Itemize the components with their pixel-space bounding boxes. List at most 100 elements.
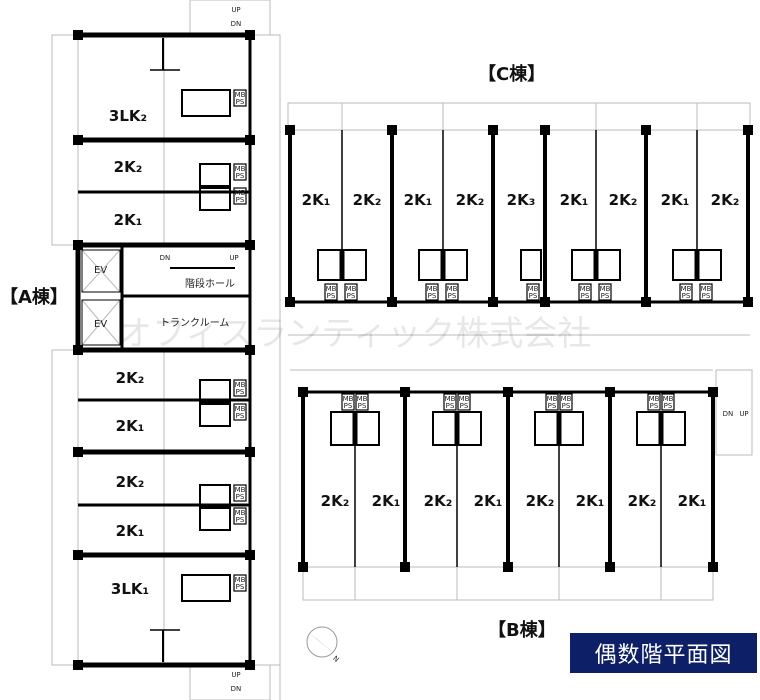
elevator-1-label: EV <box>94 265 107 276</box>
ps-label: PS <box>601 292 610 300</box>
ps-label: PS <box>236 388 245 396</box>
unit-label-b: 2K₂ <box>321 492 350 510</box>
ps-label: PS <box>236 196 245 204</box>
ps-label: PS <box>428 292 437 300</box>
column <box>708 562 718 572</box>
column <box>73 240 83 250</box>
mb-label: MB <box>663 395 674 403</box>
ps-label: PS <box>347 292 356 300</box>
ps-label: PS <box>460 402 469 410</box>
mb-label: MB <box>528 285 539 293</box>
column <box>245 550 255 560</box>
column <box>73 30 83 40</box>
unit-label-c: 2K₂ <box>456 191 485 209</box>
ps-label: PS <box>236 516 245 524</box>
mb-label: MB <box>235 486 246 494</box>
mb-label: MB <box>235 576 246 584</box>
mb-label: MB <box>235 91 246 99</box>
column <box>245 30 255 40</box>
column <box>743 297 753 307</box>
ps-label: PS <box>236 493 245 501</box>
column <box>298 562 308 572</box>
unit-label-c: 2K₁ <box>404 191 433 209</box>
building-c-label: 【C棟】 <box>478 63 545 85</box>
unit-label-c: 2K₁ <box>560 191 589 209</box>
ps-label: PS <box>446 402 455 410</box>
mb-label: MB <box>346 285 357 293</box>
unit-label-c: 2K₂ <box>609 191 638 209</box>
unit-label-b: 2K₁ <box>576 492 605 510</box>
mb-label: MB <box>701 285 712 293</box>
column <box>605 562 615 572</box>
stair-up-label: UP <box>231 6 240 14</box>
mb-label: MB <box>561 395 572 403</box>
mb-label: MB <box>459 395 470 403</box>
column <box>73 135 83 145</box>
mb-label: MB <box>235 165 246 173</box>
ps-label: PS <box>664 402 673 410</box>
column <box>298 387 308 397</box>
north-label: N <box>331 654 340 664</box>
stair-down-label: DN <box>160 254 171 262</box>
stair-up-label: UP <box>229 254 238 262</box>
mb-label: MB <box>235 189 246 197</box>
compass-icon: N <box>306 626 340 664</box>
unit-label-c: 2K₂ <box>353 191 382 209</box>
mb-label: MB <box>580 285 591 293</box>
unit-label-a: 2K₂ <box>116 473 145 491</box>
column <box>540 297 550 307</box>
ps-label: PS <box>702 292 711 300</box>
stair-hall-label: 階段ホール <box>185 277 235 290</box>
unit-label-a: 3LK₁ <box>111 580 149 598</box>
trunk-room-label: トランクルーム <box>160 317 229 329</box>
unit-label-b: 2K₁ <box>474 492 503 510</box>
column <box>708 387 718 397</box>
column <box>488 125 498 135</box>
mb-label: MB <box>445 395 456 403</box>
unit-label-b: 2K₁ <box>372 492 401 510</box>
unit-label-a: 2K₁ <box>116 522 145 540</box>
unit-label-a: 2K₂ <box>116 369 145 387</box>
column <box>73 345 83 355</box>
watermark: オフィスランティック株式会社 <box>118 314 591 354</box>
stair-down-label: DN <box>231 685 242 693</box>
unit-label-a: 2K₁ <box>116 417 145 435</box>
column <box>73 550 83 560</box>
column <box>400 562 410 572</box>
mb-label: MB <box>447 285 458 293</box>
column <box>245 660 255 670</box>
column <box>285 297 295 307</box>
column <box>245 240 255 250</box>
column <box>73 660 83 670</box>
mb-label: MB <box>681 285 692 293</box>
unit-label-c: 2K₁ <box>661 191 690 209</box>
unit-label-c: 2K₃ <box>507 191 536 209</box>
column <box>387 125 397 135</box>
column <box>503 562 513 572</box>
thin-lines <box>51 0 753 700</box>
mb-label: MB <box>326 285 337 293</box>
mb-label: MB <box>235 381 246 389</box>
stair-down-label: DN <box>723 410 734 418</box>
mb-label: MB <box>649 395 660 403</box>
column <box>245 345 255 355</box>
elevator-2-label: EV <box>94 319 107 330</box>
unit-label-b: 2K₂ <box>628 492 657 510</box>
stair-up-label: UP <box>231 671 240 679</box>
column <box>641 297 651 307</box>
ps-label: PS <box>548 402 557 410</box>
building-a-label: 【A棟】 <box>0 286 68 308</box>
ps-label: PS <box>581 292 590 300</box>
stair-down-label: DN <box>231 20 242 28</box>
unit-label-b: 2K₂ <box>424 492 453 510</box>
unit-label-c: 2K₁ <box>302 191 331 209</box>
unit-label-b: 2K₂ <box>526 492 555 510</box>
ps-label: PS <box>236 583 245 591</box>
ps-label: PS <box>650 402 659 410</box>
mb-label: MB <box>427 285 438 293</box>
ps-label: PS <box>529 292 538 300</box>
ps-label: PS <box>344 402 353 410</box>
stair-up-label: UP <box>739 410 748 418</box>
